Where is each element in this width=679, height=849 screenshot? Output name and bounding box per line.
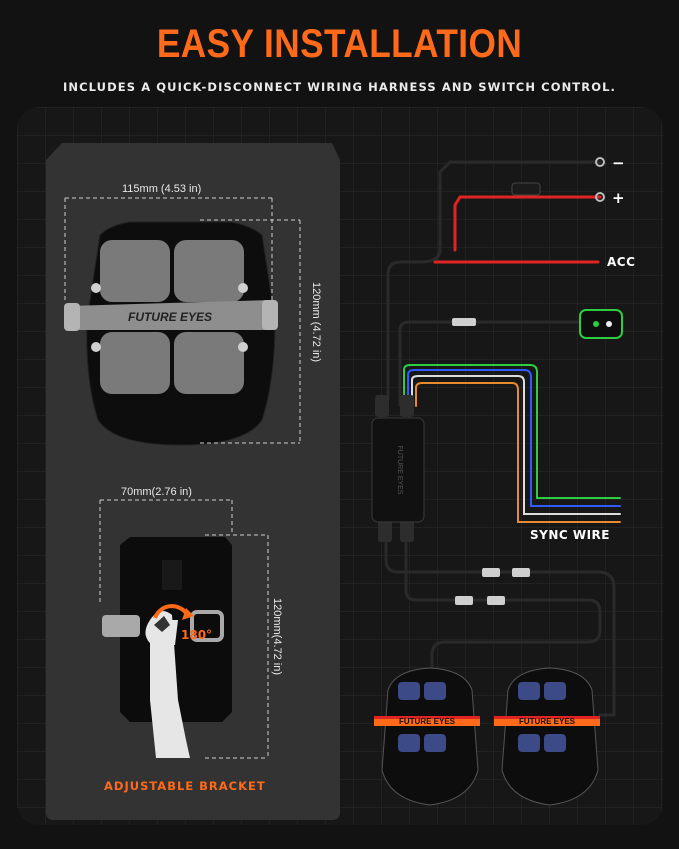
lens-top-left bbox=[100, 240, 170, 302]
harness-module bbox=[371, 417, 425, 523]
switch-power-icon bbox=[593, 321, 599, 327]
page-title: EASY INSTALLATION bbox=[156, 22, 523, 66]
bracket-dimension-lines bbox=[99, 499, 269, 759]
positive-terminal-label: + bbox=[612, 189, 626, 207]
bracket-right-tab bbox=[190, 610, 224, 642]
wire-connectors bbox=[375, 318, 530, 605]
pod-right-brand: FUTURE EYES bbox=[519, 717, 576, 726]
light-height-label: 120mm (4.72 in) bbox=[310, 282, 322, 363]
fuse-holder bbox=[511, 182, 541, 196]
bracket-arm bbox=[150, 611, 190, 758]
light-front-view: FUTURE EYES bbox=[64, 221, 278, 446]
bracket-caption: ADJUSTABLE BRACKET bbox=[104, 779, 266, 793]
negative-terminal-label: − bbox=[612, 154, 626, 172]
light-width-label: 115mm (4.53 in) bbox=[122, 183, 202, 195]
bracket-height-label: 120mm(4.72 in) bbox=[271, 598, 283, 676]
acc-label: ACC bbox=[607, 255, 636, 269]
pod-left-brand: FUTURE EYES bbox=[399, 717, 456, 726]
light-pod-left: FUTURE EYES bbox=[374, 667, 480, 806]
lens-top-right bbox=[174, 240, 244, 302]
bracket-view bbox=[102, 537, 232, 758]
switch-control bbox=[579, 309, 623, 339]
lens-bottom-right bbox=[174, 332, 244, 394]
page-subtitle: INCLUDES A QUICK-DISCONNECT WIRING HARNE… bbox=[63, 80, 616, 94]
sync-wire-label: SYNC WIRE bbox=[530, 528, 610, 542]
switch-mode-icon bbox=[606, 321, 612, 327]
bracket-left-tab bbox=[102, 615, 140, 637]
wiring-harness bbox=[384, 157, 621, 717]
light-pod-right: FUTURE EYES bbox=[494, 667, 600, 806]
harness-brand-text: FUTURE EYES bbox=[396, 445, 403, 494]
light-dimension-lines bbox=[64, 197, 301, 444]
light-brand-text: FUTURE EYES bbox=[128, 310, 212, 324]
rotation-label: 180° bbox=[181, 628, 213, 642]
bolt-star-icon bbox=[154, 616, 170, 632]
light-mount-bar bbox=[68, 300, 272, 330]
bracket-width-label: 70mm(2.76 in) bbox=[121, 486, 192, 498]
lens-bottom-left bbox=[100, 332, 170, 394]
